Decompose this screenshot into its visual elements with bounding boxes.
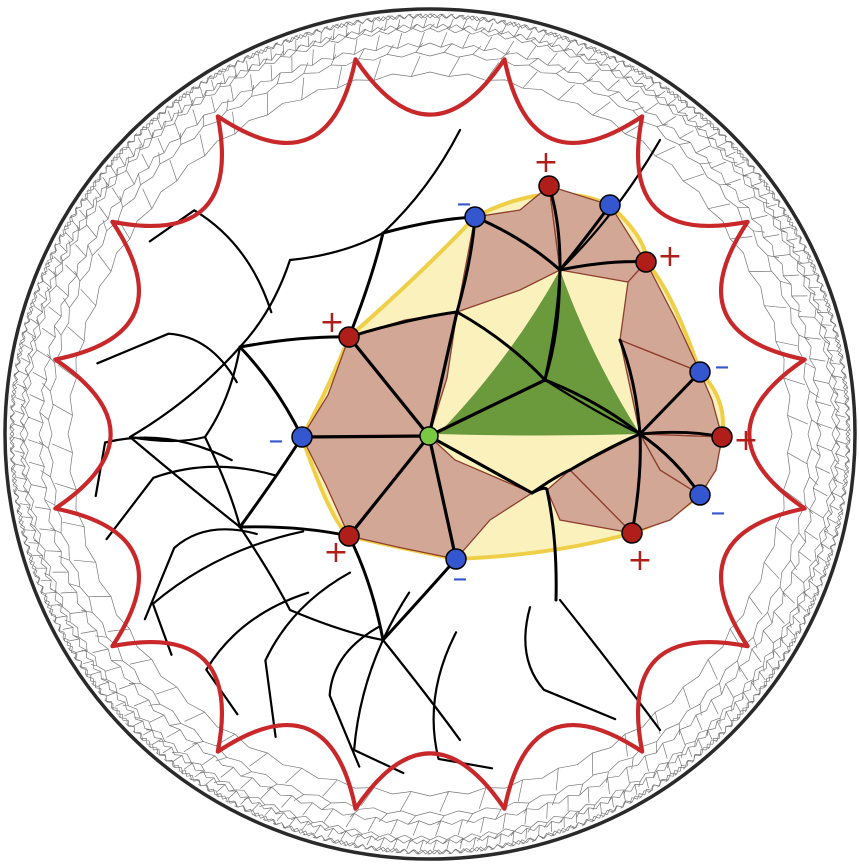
fine-tiling-lines xyxy=(9,13,851,855)
tiling-edge xyxy=(347,434,431,538)
plus-sign: + xyxy=(533,145,558,180)
plus-sign: + xyxy=(323,535,348,570)
vertex-dot xyxy=(599,194,621,216)
vertex-dot xyxy=(445,548,467,570)
vertex-lower-left-plus: + xyxy=(323,525,360,570)
coarse-tiling xyxy=(94,128,724,775)
vertex-top-left-minus: – xyxy=(457,186,486,228)
vertex-dot xyxy=(689,484,711,506)
tiling-edge xyxy=(427,378,547,438)
disk-boundary xyxy=(3,7,857,861)
tiling-edge xyxy=(427,434,458,561)
plus-sign: + xyxy=(319,305,344,340)
vertex-dot xyxy=(711,426,733,448)
vertex-dot xyxy=(291,426,313,448)
tiling-edge xyxy=(545,488,558,602)
labeled-vertices: + + – + – + – + – + – xyxy=(269,145,759,596)
minus-sign: – xyxy=(715,349,730,384)
green-triangle xyxy=(438,270,640,436)
center-vertex xyxy=(419,426,439,446)
tiling-edges-outer xyxy=(94,128,662,775)
vertex-dot xyxy=(538,175,560,197)
tiling-edge xyxy=(427,310,459,438)
vertex-dot xyxy=(689,361,711,383)
vertex-dot xyxy=(621,522,643,544)
tiling-edge xyxy=(347,310,459,339)
tiling-edge xyxy=(347,231,385,339)
minus-sign: – xyxy=(269,423,284,458)
tiling-edge xyxy=(300,434,431,439)
tiling-edge xyxy=(568,432,642,472)
vertex-right-plus: + xyxy=(711,423,759,458)
vertex-dot xyxy=(464,206,486,228)
tiling-edge xyxy=(238,345,304,439)
tiling-edge xyxy=(347,335,431,438)
vertex-right-upper-minus: – xyxy=(689,349,730,384)
vertex-top-right xyxy=(599,194,621,216)
tiling-edge xyxy=(630,432,642,535)
vertex-dot xyxy=(338,525,360,547)
plus-sign: + xyxy=(657,239,682,274)
minus-sign: – xyxy=(453,561,468,596)
vertex-dot xyxy=(635,251,657,273)
vertex-top-plus: + xyxy=(533,145,560,197)
tiling-edge xyxy=(618,338,642,436)
fine-boundary-tiling xyxy=(9,13,851,855)
minus-sign: – xyxy=(711,495,726,530)
vertex-upper-right-plus: + xyxy=(635,239,683,274)
vertex-upper-left-plus: + xyxy=(319,305,360,348)
tiling-edge xyxy=(455,310,547,382)
vertex-dot xyxy=(338,326,360,348)
vertex-lower-right-plus: + xyxy=(621,522,653,578)
vertex-left-minus: – xyxy=(269,423,313,458)
tiling-edge xyxy=(427,434,534,495)
vertex-right-lower-minus: – xyxy=(689,484,726,530)
tiling-edge xyxy=(473,215,562,272)
red-cusp-boundary xyxy=(53,57,807,811)
plus-sign: + xyxy=(627,543,652,578)
minus-sign: – xyxy=(457,186,472,221)
tiling-edge xyxy=(347,534,385,642)
shaded-regions xyxy=(299,184,725,562)
tiling-edge xyxy=(543,378,642,436)
plus-sign: + xyxy=(733,423,758,458)
vertex-bottom-minus: – xyxy=(445,548,468,596)
